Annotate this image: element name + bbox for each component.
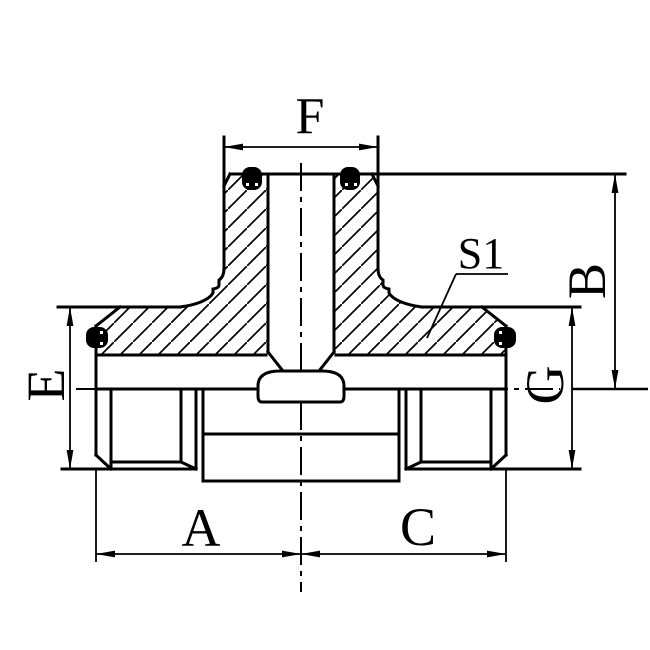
e-arrow-top bbox=[66, 307, 74, 326]
dim-label-s1: S1 bbox=[458, 229, 504, 278]
internal-cavity-dome bbox=[256, 369, 346, 404]
a-arrow-right bbox=[282, 550, 301, 558]
g-arrow-bottom bbox=[568, 450, 576, 469]
o-ring-highlights bbox=[100, 183, 502, 345]
dim-label-c: C bbox=[400, 497, 436, 557]
section-hatching bbox=[96, 174, 506, 355]
dim-label-b: B bbox=[557, 263, 617, 299]
a-arrow-left bbox=[96, 550, 115, 558]
left-port-end-chamfer bbox=[93, 452, 114, 472]
b-arrow-bottom bbox=[611, 370, 619, 389]
dim-label-g: G bbox=[515, 366, 575, 405]
section-hatch-left bbox=[96, 174, 271, 355]
f-arrow-right bbox=[359, 143, 378, 151]
part-outline bbox=[56, 135, 627, 483]
o-ring-seals bbox=[86, 167, 516, 348]
dimension-arrowheads bbox=[66, 143, 619, 558]
bore-chamfer-left bbox=[265, 349, 286, 374]
wrench-flats-left bbox=[178, 266, 226, 309]
flange-corner-chamfer-right bbox=[479, 304, 509, 329]
c-arrow-left bbox=[301, 550, 320, 558]
b-arrow-top bbox=[611, 174, 619, 193]
o-ring-top-left bbox=[242, 167, 262, 190]
e-arrow-bottom bbox=[66, 450, 74, 469]
flange-corner-chamfer-left bbox=[93, 304, 123, 329]
f-arrow-left bbox=[224, 143, 243, 151]
centerlines bbox=[76, 163, 560, 592]
s1-leader bbox=[426, 273, 508, 339]
dimensions bbox=[69, 146, 648, 562]
dimension-labels: F S1 B E G A C bbox=[16, 88, 617, 558]
s1-leader-line bbox=[426, 273, 457, 339]
dim-label-a: A bbox=[182, 498, 221, 558]
c-arrow-right bbox=[487, 550, 506, 558]
bore-chamfer-right bbox=[316, 349, 337, 374]
o-ring-side-left bbox=[86, 327, 108, 348]
o-ring-side-right bbox=[494, 327, 516, 348]
section-hatch-right bbox=[331, 174, 506, 355]
dim-label-f: F bbox=[296, 88, 325, 145]
dim-label-e: E bbox=[16, 369, 76, 402]
o-ring-top-right bbox=[340, 167, 360, 190]
wrench-flats-right bbox=[376, 266, 424, 309]
g-arrow-top bbox=[568, 307, 576, 326]
right-port-end-chamfer bbox=[488, 452, 509, 472]
dimension-b bbox=[572, 174, 648, 391]
